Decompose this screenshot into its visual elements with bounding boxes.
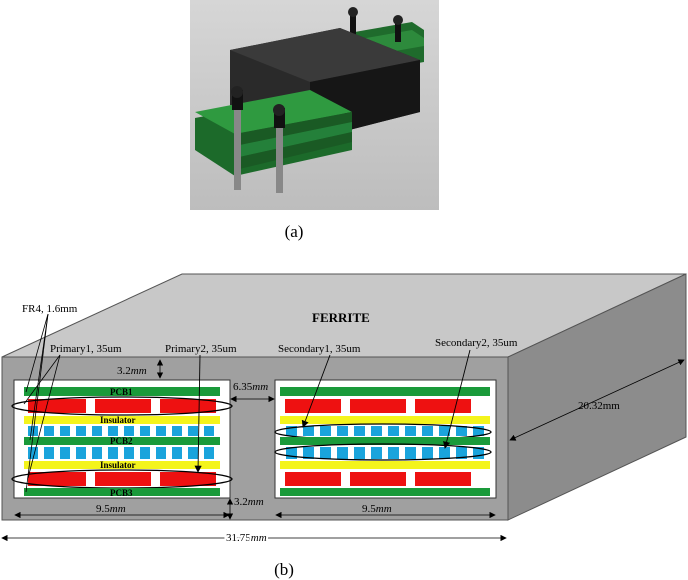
insulator-2-label: Insulator <box>100 460 136 470</box>
secondary-copper-segment <box>371 426 382 436</box>
dim-bottom-gap: 3.2mm <box>226 496 264 520</box>
dim-window-gap: 6.35mm <box>230 381 275 403</box>
secondary-copper-segment <box>405 447 416 459</box>
primary-winding-2 <box>28 472 216 486</box>
svg-text:31.75mm: 31.75mm <box>226 532 267 544</box>
secondary-winding-2 <box>286 447 484 459</box>
secondary-copper-segment <box>156 447 166 459</box>
secondary-winding-left-a <box>28 426 214 436</box>
secondary-copper-segment <box>140 447 150 459</box>
svg-text:3.2mm: 3.2mm <box>117 365 147 377</box>
dim-width-left: 9.5mm <box>14 503 230 519</box>
window-right <box>274 379 497 499</box>
primary1-label: Primary1, 35um <box>50 343 122 355</box>
fr4-label: FR4, 1.6mm <box>22 303 78 315</box>
secondary-copper-segment <box>337 447 348 459</box>
pcb2-layer <box>24 437 220 445</box>
secondary-copper-segment <box>204 426 214 436</box>
primary2-arrow <box>194 354 202 473</box>
svg-text:9.5mm: 9.5mm <box>96 503 126 515</box>
secondary-copper-segment <box>140 426 150 436</box>
secondary1-label: Secondary1, 35um <box>278 343 361 355</box>
primary1-ellipse <box>11 396 233 416</box>
secondary-copper-segment <box>371 447 382 459</box>
dim-width-right: 9.5mm <box>275 503 496 519</box>
secondary-copper-segment <box>172 426 182 436</box>
window-left: PCB1 Insulator PCB2 Insulator PCB3 <box>11 379 233 499</box>
caption-a: (a) <box>284 222 304 241</box>
secondary2-ellipse <box>274 443 492 461</box>
cross-section-diagram: FERRITE PCB1 Insulator PCB2 Insulator <box>1 273 687 546</box>
secondary1-arrow <box>301 354 331 428</box>
fr4-leaders <box>25 313 49 493</box>
secondary-copper-segment <box>188 426 198 436</box>
secondary-copper-segment <box>204 447 214 459</box>
secondary-copper-segment <box>172 447 182 459</box>
secondary-copper-segment <box>388 447 399 459</box>
secondary-copper-segment <box>188 447 198 459</box>
secondary-copper-segment <box>354 447 365 459</box>
caption-b: (b) <box>274 560 294 579</box>
dim-depth: 20.32mm <box>509 359 685 441</box>
secondary2-arrow <box>443 349 471 449</box>
secondary-copper-segment <box>456 426 467 436</box>
secondary-copper-segment <box>92 426 102 436</box>
svg-text:9.5mm: 9.5mm <box>362 503 392 515</box>
secondary2-label: Secondary2, 35um <box>435 337 518 349</box>
secondary-copper-segment <box>60 447 70 459</box>
secondary-copper-segment <box>337 426 348 436</box>
secondary-winding-left-b <box>28 447 214 459</box>
secondary-copper-segment <box>303 426 314 436</box>
svg-text:6.35mm: 6.35mm <box>233 381 268 393</box>
pcb1-label: PCB1 <box>110 387 133 397</box>
secondary-copper-segment <box>124 426 134 436</box>
secondary-copper-segment <box>473 447 484 459</box>
primary-winding-right-2 <box>285 472 471 486</box>
insulator-1-label: Insulator <box>100 415 136 425</box>
secondary-copper-segment <box>303 447 314 459</box>
secondary-copper-segment <box>124 447 134 459</box>
secondary-copper-segment <box>388 426 399 436</box>
pcb2-label: PCB2 <box>110 436 133 446</box>
secondary-copper-segment <box>108 447 118 459</box>
pcb3-label: PCB3 <box>110 488 133 498</box>
secondary-winding-1 <box>286 426 484 436</box>
pcb3-layer <box>24 488 220 496</box>
secondary-copper-segment <box>354 426 365 436</box>
secondary-copper-segment <box>439 447 450 459</box>
dim-total-width: 31.75mm <box>1 530 507 546</box>
secondary-copper-segment <box>439 426 450 436</box>
secondary-copper-segment <box>28 447 38 459</box>
ferrite-label: FERRITE <box>312 310 370 325</box>
secondary-copper-segment <box>92 447 102 459</box>
primary-winding-1 <box>28 399 216 413</box>
pcb1-layer <box>24 387 220 396</box>
insulator-2-layer <box>24 461 220 469</box>
secondary-copper-segment <box>76 447 86 459</box>
secondary-copper-segment <box>44 426 54 436</box>
secondary-copper-segment <box>320 426 331 436</box>
secondary-copper-segment <box>456 447 467 459</box>
secondary-copper-segment <box>286 426 297 436</box>
secondary-copper-segment <box>28 426 38 436</box>
transformer-photo <box>190 0 439 210</box>
secondary-copper-segment <box>108 426 118 436</box>
secondary-copper-segment <box>60 426 70 436</box>
dim-top-gap: 3.2mm <box>117 359 164 379</box>
insulator-1-layer <box>24 416 220 424</box>
secondary-copper-segment <box>76 426 86 436</box>
secondary-copper-segment <box>473 426 484 436</box>
secondary-copper-segment <box>156 426 166 436</box>
svg-text:20.32mm: 20.32mm <box>578 400 620 412</box>
secondary-copper-segment <box>44 447 54 459</box>
secondary-copper-segment <box>286 447 297 459</box>
secondary-copper-segment <box>422 426 433 436</box>
svg-text:3.2mm: 3.2mm <box>234 496 264 508</box>
secondary-copper-segment <box>422 447 433 459</box>
primary2-label: Primary2, 35um <box>165 343 237 355</box>
primary1-leaders <box>23 354 61 479</box>
secondary-copper-segment <box>320 447 331 459</box>
secondary-copper-segment <box>405 426 416 436</box>
